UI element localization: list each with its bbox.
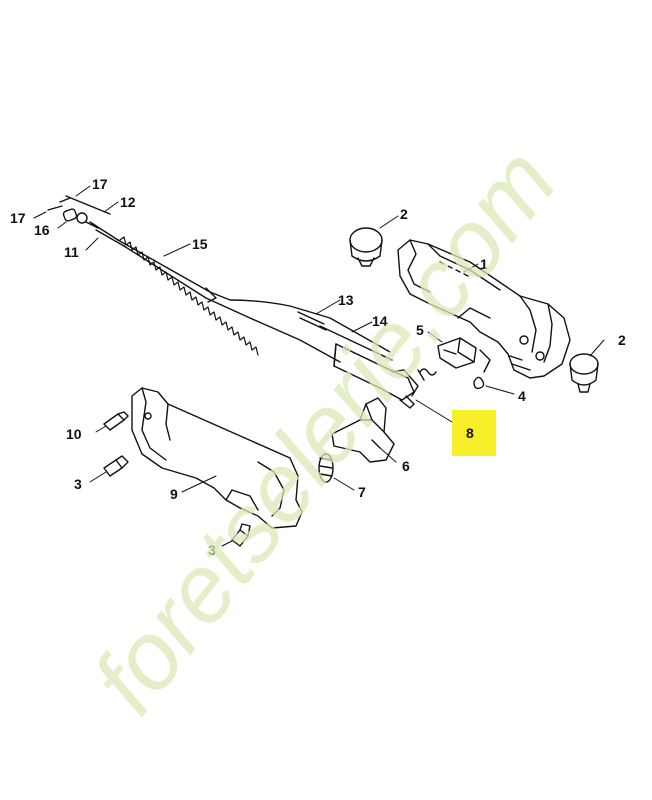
callout-5: 5 [416, 322, 424, 338]
screw-3-upper [103, 455, 129, 477]
callout-2-right: 2 [618, 332, 626, 348]
callout-12: 12 [120, 194, 136, 210]
callout-7: 7 [358, 484, 366, 500]
part-13-rod [297, 311, 327, 331]
part-7-spring [318, 453, 334, 483]
part-1-handle [397, 239, 571, 379]
throttle-trigger [333, 343, 419, 409]
callout-2-top: 2 [400, 206, 408, 222]
callout-16: 16 [34, 222, 50, 238]
part-14-rod [319, 325, 393, 361]
part-4-spring [473, 349, 491, 390]
callout-14: 14 [372, 313, 388, 329]
callout-11: 11 [64, 244, 79, 260]
callout-13: 13 [338, 292, 354, 308]
highlight-part-8: 8 [452, 410, 496, 456]
callout-17-left: 17 [10, 210, 26, 226]
callout-15: 15 [192, 236, 208, 252]
callout-6: 6 [402, 458, 410, 474]
part-2-clamp-right [569, 353, 599, 393]
callout-3-lower: 3 [208, 542, 216, 558]
part-5-switch [437, 337, 477, 369]
callout-4: 4 [518, 388, 526, 404]
callout-3-upper: 3 [74, 476, 82, 492]
callout-9: 9 [170, 486, 178, 502]
throttle-cable [47, 195, 391, 363]
screw-10 [103, 411, 129, 431]
callout-17-top: 17 [92, 176, 108, 192]
part-2-clamp-left [349, 227, 383, 267]
screw-3-lower [231, 523, 251, 547]
callout-8: 8 [466, 425, 474, 441]
callout-1: 1 [480, 256, 488, 272]
part-9-handle [131, 387, 303, 529]
part-6-lever [331, 397, 395, 463]
callout-10: 10 [66, 426, 82, 442]
